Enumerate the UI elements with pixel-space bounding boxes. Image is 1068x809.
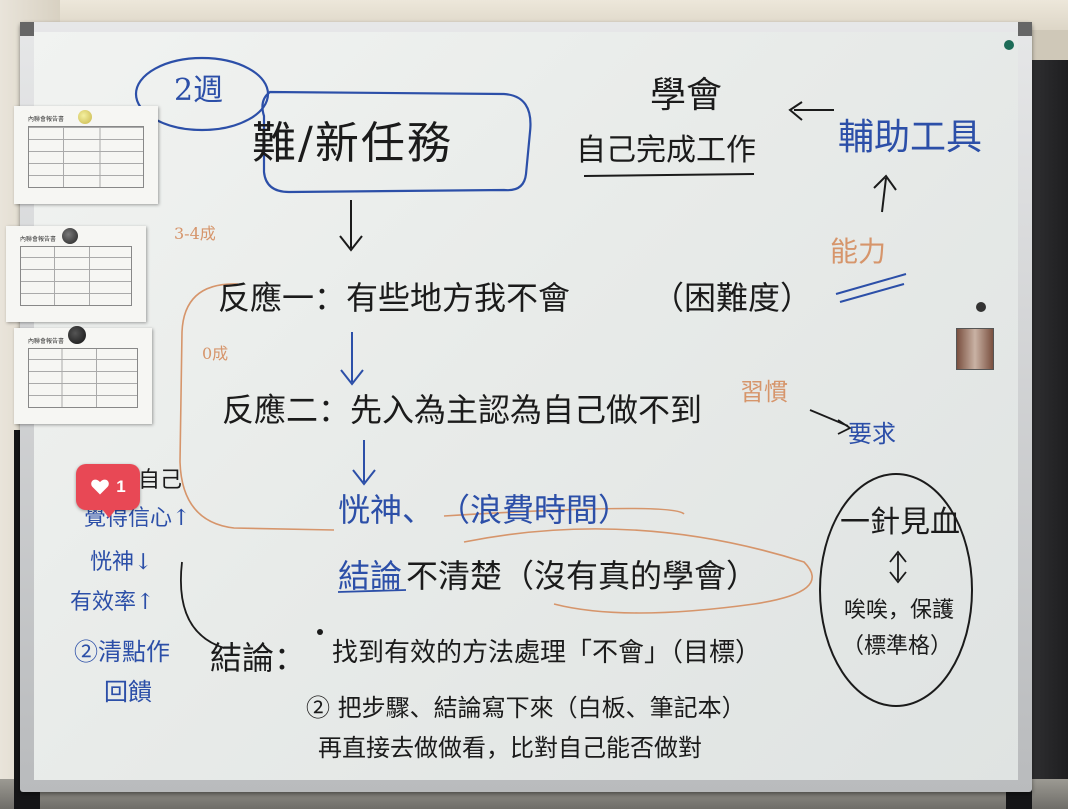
learn-label: 學會: [650, 75, 723, 116]
step2-side-note: 0成: [202, 344, 229, 363]
conclusion-line-1: 找到有效的方法處理「不會」（目標）: [332, 638, 762, 668]
require-label: 要求: [848, 420, 896, 448]
like-count: 1: [116, 477, 126, 496]
unclear-label: 不清楚（沒有真的學會）: [406, 557, 759, 595]
reaction-one-note: （困難度）: [652, 279, 813, 317]
circle-title: 一針見血: [840, 505, 960, 540]
magnet-icon: [78, 110, 92, 124]
absent-minded-label: 恍神、: [338, 491, 435, 529]
magnet-icon: [62, 228, 78, 244]
circle-line-1: 唉唉，保護: [844, 598, 955, 623]
note-form-grid: [20, 246, 132, 306]
sticker-icon: [956, 328, 994, 370]
heart-icon: [91, 479, 110, 495]
left-note-1: 自己: [138, 468, 183, 493]
note-form-grid: [28, 348, 138, 408]
left-note-4: 有效率↑: [70, 590, 155, 615]
conclusion-label: 結論：: [210, 639, 307, 677]
step1-side-note: 3-4成: [174, 224, 216, 243]
magnet-icon: [1004, 40, 1014, 50]
note-sheet-2: 內聯會報告書: [6, 226, 146, 322]
marker-strokes: [134, 56, 973, 707]
note-title: 內聯會報告書: [28, 338, 65, 345]
circle-line-2: （標準格）: [842, 634, 953, 659]
ability-label: 能力: [830, 235, 887, 268]
reaction-one: 反應一：有些地方我不會: [218, 279, 571, 317]
waste-time-label: （浪費時間）: [438, 491, 631, 529]
corner-tag: 2週: [174, 73, 224, 108]
magnet-icon: [68, 326, 86, 344]
note-title: 內聯會報告書: [20, 236, 57, 243]
note-form-grid: [28, 126, 144, 188]
left-note-2: 覺得信心↑: [84, 506, 191, 531]
conclusion-line-2: ② 把步驟、結論寫下來（白板、筆記本）: [306, 694, 746, 722]
task-title: 難/新任務: [252, 118, 453, 169]
magnet-icon: [976, 302, 986, 312]
learn-subtitle: 自己完成工作: [576, 133, 756, 168]
left-note-6: 回饋: [104, 678, 152, 706]
note-title: 內聯會報告書: [28, 116, 65, 123]
habit-label: 習慣: [740, 378, 788, 406]
frame-corner-icon: [20, 22, 34, 36]
conclusion-word: 結論: [338, 557, 403, 595]
conclusion-line-3: 再直接去做做看，比對自己能否做對: [318, 734, 702, 762]
note-sheet-3: 內聯會報告書: [14, 328, 152, 424]
whiteboard: 2週 難/新任務 學會 自己完成工作 輔助工具 能力 3-4成 反應一：有些地方…: [34, 32, 1018, 780]
tools-label: 輔助工具: [838, 117, 983, 158]
left-note-5: ②清點作: [74, 638, 170, 666]
like-badge[interactable]: 1: [76, 464, 140, 518]
reaction-two: 反應二：先入為主認為自己做不到: [222, 391, 703, 429]
frame-corner-icon: [1018, 22, 1032, 36]
left-note-3: 恍神↓: [90, 550, 153, 575]
